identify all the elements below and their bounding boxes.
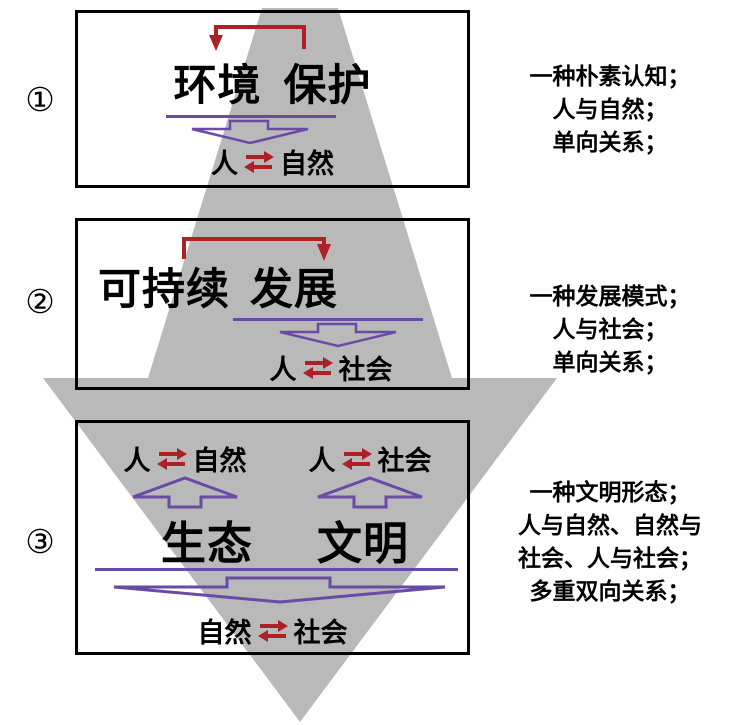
wide-hollow-down-arrow-icon xyxy=(113,576,446,604)
pair-right-term: 自然 xyxy=(280,149,334,180)
box3-relation-pair-human-nature: 人 自然 xyxy=(95,439,275,478)
hollow-down-arrow-icon xyxy=(279,322,397,348)
note-line: 人与社会； xyxy=(552,317,668,342)
stage-number-2: ② xyxy=(25,282,55,321)
note-line: 单向关系； xyxy=(552,130,668,155)
box2-title-left: 可持续 xyxy=(98,265,230,315)
note-line: 一种文明形态； xyxy=(529,480,691,505)
exchange-arrows-icon xyxy=(156,447,187,470)
notes-stage-2: 一种发展模式； 人与社会； 单向关系； xyxy=(482,280,738,379)
pair-right-term: 社会 xyxy=(377,446,432,477)
notes-stage-1: 一种朴素认知； 人与自然； 单向关系； xyxy=(482,60,738,159)
pair-left-term: 自然 xyxy=(197,618,252,649)
hollow-up-arrow-icon xyxy=(132,476,238,509)
note-line: 一种朴素认知； xyxy=(529,64,691,89)
exchange-arrows-icon xyxy=(341,447,372,470)
feedback-bracket-arrow-icon xyxy=(209,25,306,51)
exchange-arrows-icon xyxy=(244,150,274,173)
box2-relation-pair: 人 社会 xyxy=(221,348,441,387)
note-line: 单向关系； xyxy=(552,350,668,375)
note-line: 社会、人与社会； xyxy=(518,546,702,571)
exchange-arrows-icon xyxy=(302,356,333,379)
feedback-bracket-arrow-icon xyxy=(182,237,331,261)
hollow-up-arrow-icon xyxy=(317,476,423,509)
box1-relation-pair: 人 自然 xyxy=(78,142,467,181)
box1-title: 环境保护 xyxy=(78,51,467,113)
note-line: 人与自然、自然与 xyxy=(518,513,702,538)
stage-box-ecological-civilization: 人 自然 人 社会 生态 文明 xyxy=(75,420,470,655)
pair-right-term: 社会 xyxy=(338,355,393,386)
purple-underline xyxy=(95,568,458,571)
box3-title-right: 文明 xyxy=(317,517,410,570)
pair-left-term: 人 xyxy=(211,149,238,180)
box3-relation-pair-human-society: 人 社会 xyxy=(280,439,460,478)
box2-title-right: 发展 xyxy=(250,265,338,315)
pair-left-term: 人 xyxy=(123,446,151,477)
pair-left-term: 人 xyxy=(308,446,336,477)
purple-underline xyxy=(166,115,336,118)
purple-underline xyxy=(233,318,423,321)
stage-number-1: ① xyxy=(25,80,55,119)
note-line: 人与自然； xyxy=(552,97,668,122)
pair-right-term: 自然 xyxy=(192,446,247,477)
box3-title-left: 生态 xyxy=(160,517,253,570)
pair-right-term: 社会 xyxy=(293,618,348,649)
box2-title: 可持续发展 xyxy=(78,255,358,317)
box1-title-left: 环境 xyxy=(173,61,262,111)
exchange-arrows-icon xyxy=(257,619,288,642)
note-line: 多重双向关系； xyxy=(529,579,691,604)
pair-left-term: 人 xyxy=(269,355,297,386)
stage-number-3: ③ xyxy=(25,522,55,561)
stage-box-sustainable-development: 可持续发展 人 社会 xyxy=(75,218,470,390)
box3-title: 生态 文明 xyxy=(98,507,472,572)
hollow-down-arrow-icon xyxy=(191,119,309,145)
box3-relation-pair-nature-society: 自然 社会 xyxy=(78,611,467,650)
stage-box-environment-protection: 环境保护 人 自然 xyxy=(75,10,470,188)
notes-stage-3: 一种文明形态； 人与自然、自然与 社会、人与社会； 多重双向关系； xyxy=(482,476,738,608)
box1-title-right: 保护 xyxy=(283,61,372,111)
note-line: 一种发展模式； xyxy=(529,284,691,309)
